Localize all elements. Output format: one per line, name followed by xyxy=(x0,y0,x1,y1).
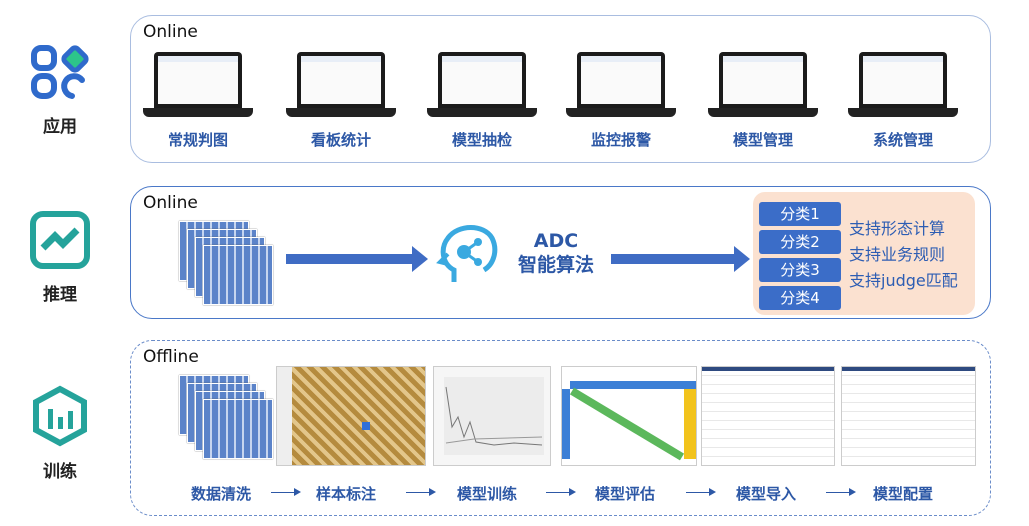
infer-panel-title: Online xyxy=(143,193,198,213)
support-2: 支持业务规则 xyxy=(849,245,946,264)
algo-line-2: 智能算法 xyxy=(517,254,594,276)
infer-section: 推理 xyxy=(20,210,100,305)
app-item-label: 看板统计 xyxy=(310,131,371,149)
class-1: 分类1 xyxy=(759,202,841,226)
step-1: 样本标注 xyxy=(316,485,377,503)
output-box: 分类1 分类2 分类3 分类4 支持形态计算 支持业务规则 支持judge匹配 xyxy=(753,192,975,315)
arrow-icon xyxy=(271,488,301,496)
train-panel-title: Offline xyxy=(143,347,199,367)
app-item-2[interactable]: 模型抽检 xyxy=(427,52,537,150)
infer-label: 推理 xyxy=(43,285,77,305)
app-item-label: 系统管理 xyxy=(872,131,933,149)
app-item-1[interactable]: 看板统计 xyxy=(286,52,396,150)
apps-icon xyxy=(31,45,89,99)
train-label: 训练 xyxy=(43,462,77,482)
app-item-4[interactable]: 模型管理 xyxy=(708,52,818,150)
app-item-label: 模型管理 xyxy=(732,131,793,149)
train-panel: Offline 数据清洗 样本标注 模型训练 模型评估 模型导入 模型配置 xyxy=(130,340,991,516)
step-4: 模型导入 xyxy=(736,485,797,503)
arrow-icon xyxy=(686,488,716,496)
train-section: 训练 xyxy=(20,385,100,482)
class-4: 分类4 xyxy=(759,286,841,310)
step-2: 模型训练 xyxy=(457,485,518,503)
support-3: 支持judge匹配 xyxy=(849,271,958,290)
arrow-icon xyxy=(546,488,576,496)
arrow-icon xyxy=(611,246,750,272)
confusion-matrix-thumbnail xyxy=(561,366,697,466)
arrow-icon xyxy=(286,246,428,272)
app-item-5[interactable]: 系统管理 xyxy=(848,52,958,150)
arrow-icon xyxy=(406,488,436,496)
arrow-icon xyxy=(826,488,856,496)
hexagon-bars-icon xyxy=(33,385,87,447)
support-1: 支持形态计算 xyxy=(849,219,946,238)
trend-chart-icon xyxy=(30,211,90,269)
app-label: 应用 xyxy=(43,117,77,137)
app-item-3[interactable]: 监控报警 xyxy=(566,52,676,150)
class-2: 分类2 xyxy=(759,230,841,254)
ai-head-icon xyxy=(436,225,498,282)
app-panel: Online 常规判图 看板统计 模型抽检 监控报警 模型管理 系统管理 xyxy=(130,15,991,163)
app-item-label: 监控报警 xyxy=(590,131,651,149)
app-section: 应用 xyxy=(20,44,100,137)
step-3: 模型评估 xyxy=(595,485,656,503)
training-chart-thumbnail xyxy=(433,366,551,466)
app-panel-title: Online xyxy=(143,22,198,42)
app-item-label: 常规判图 xyxy=(167,131,228,149)
app-item-label: 模型抽检 xyxy=(451,131,512,149)
step-0: 数据清洗 xyxy=(191,485,252,503)
annotation-thumbnail xyxy=(276,366,426,466)
algo-line-1: ADC xyxy=(533,230,579,252)
model-import-table-thumbnail xyxy=(701,366,835,466)
step-5: 模型配置 xyxy=(873,485,934,503)
class-3: 分类3 xyxy=(759,258,841,282)
model-config-table-thumbnail xyxy=(841,366,976,466)
app-item-0[interactable]: 常规判图 xyxy=(143,52,253,150)
